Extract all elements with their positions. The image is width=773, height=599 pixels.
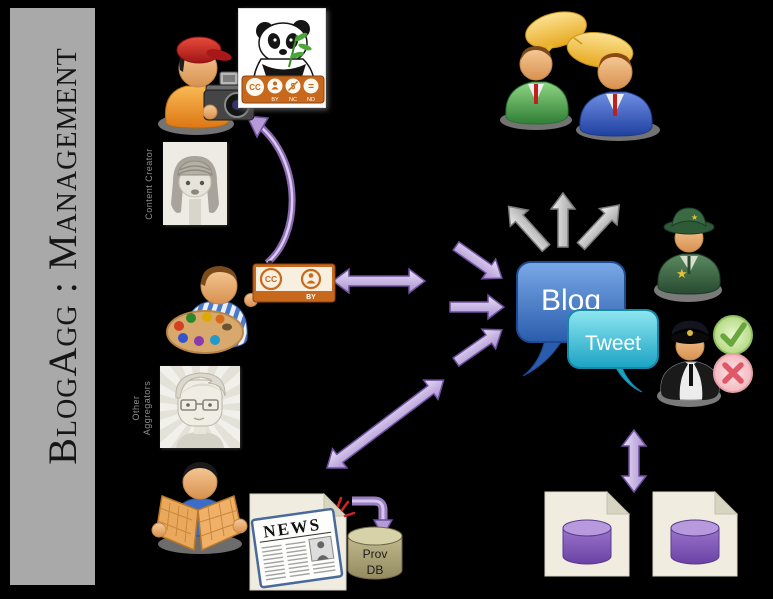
arrow-broadcast-left <box>507 205 551 253</box>
cap-emblem-icon <box>687 330 693 336</box>
readers-discussion-icon <box>500 11 660 141</box>
emphasis-marks <box>336 496 356 518</box>
other-aggregators-label: Other Aggregators <box>131 373 155 443</box>
tweet-bubble: Tweet <box>567 309 659 393</box>
blue-reader <box>579 53 653 137</box>
grayscale-girl-portrait <box>171 156 219 225</box>
tweet-db-page <box>652 490 739 577</box>
sidebar: BlogAgg : Management <box>10 8 95 585</box>
cc-logo: CC <box>265 274 277 284</box>
bamboo-icon <box>288 32 312 68</box>
prov-db-cylinder: Prov DB <box>347 526 403 580</box>
artist-icon <box>166 260 273 354</box>
arrow-broadcast-right <box>576 204 621 251</box>
pilot-icon <box>657 319 721 407</box>
approve-check-icon <box>713 315 753 355</box>
arrow-broadcast-mid <box>549 191 577 248</box>
newspaper-icon <box>151 494 248 552</box>
arrow-license-blog <box>331 267 427 295</box>
newspaper-page: NEWS <box>250 507 344 589</box>
arrow-storage <box>620 428 648 494</box>
svg-text:=: = <box>308 82 314 93</box>
nc-label: NC <box>289 97 297 103</box>
cc-logo: CC <box>249 83 261 92</box>
green-reader <box>505 46 569 125</box>
prov-db-line1: Prov <box>363 547 388 561</box>
star-badge-icon: ★ <box>676 266 688 281</box>
nd-label: ND <box>307 97 315 103</box>
arrow-inbound-bottom <box>452 328 503 368</box>
grayscale-boy-portrait <box>175 372 226 448</box>
blog-db-page <box>544 490 631 577</box>
arrow-news-blog <box>326 379 445 469</box>
other-aggregators-line1: Other <box>131 395 141 421</box>
by-label: BY <box>306 294 316 301</box>
news-document: NEWS <box>249 492 356 591</box>
arrow-license-to-photo <box>245 115 296 266</box>
cc-by-badge: CC BY <box>252 263 336 303</box>
tweet-label: Tweet <box>585 332 641 355</box>
other-aggregators-placeholder <box>160 366 240 448</box>
hat-star-icon: ★ <box>691 213 698 222</box>
arrow-inbound-mid <box>449 293 506 321</box>
content-creator-label: Content Creator <box>144 148 154 220</box>
palette-icon <box>166 310 244 354</box>
sheriff-icon: ★ ★ <box>654 207 722 302</box>
content-creator-placeholder <box>163 142 227 225</box>
reject-cross-icon <box>713 353 753 393</box>
arrow-inbound-top <box>452 240 503 280</box>
other-aggregators-line2: Aggregators <box>142 380 152 436</box>
prov-db-line2: DB <box>367 563 384 577</box>
cc-by-nc-nd-badge: CC $ = BY NC ND <box>241 75 325 104</box>
news-reader-icon <box>151 462 248 554</box>
by-label: BY <box>271 97 279 103</box>
